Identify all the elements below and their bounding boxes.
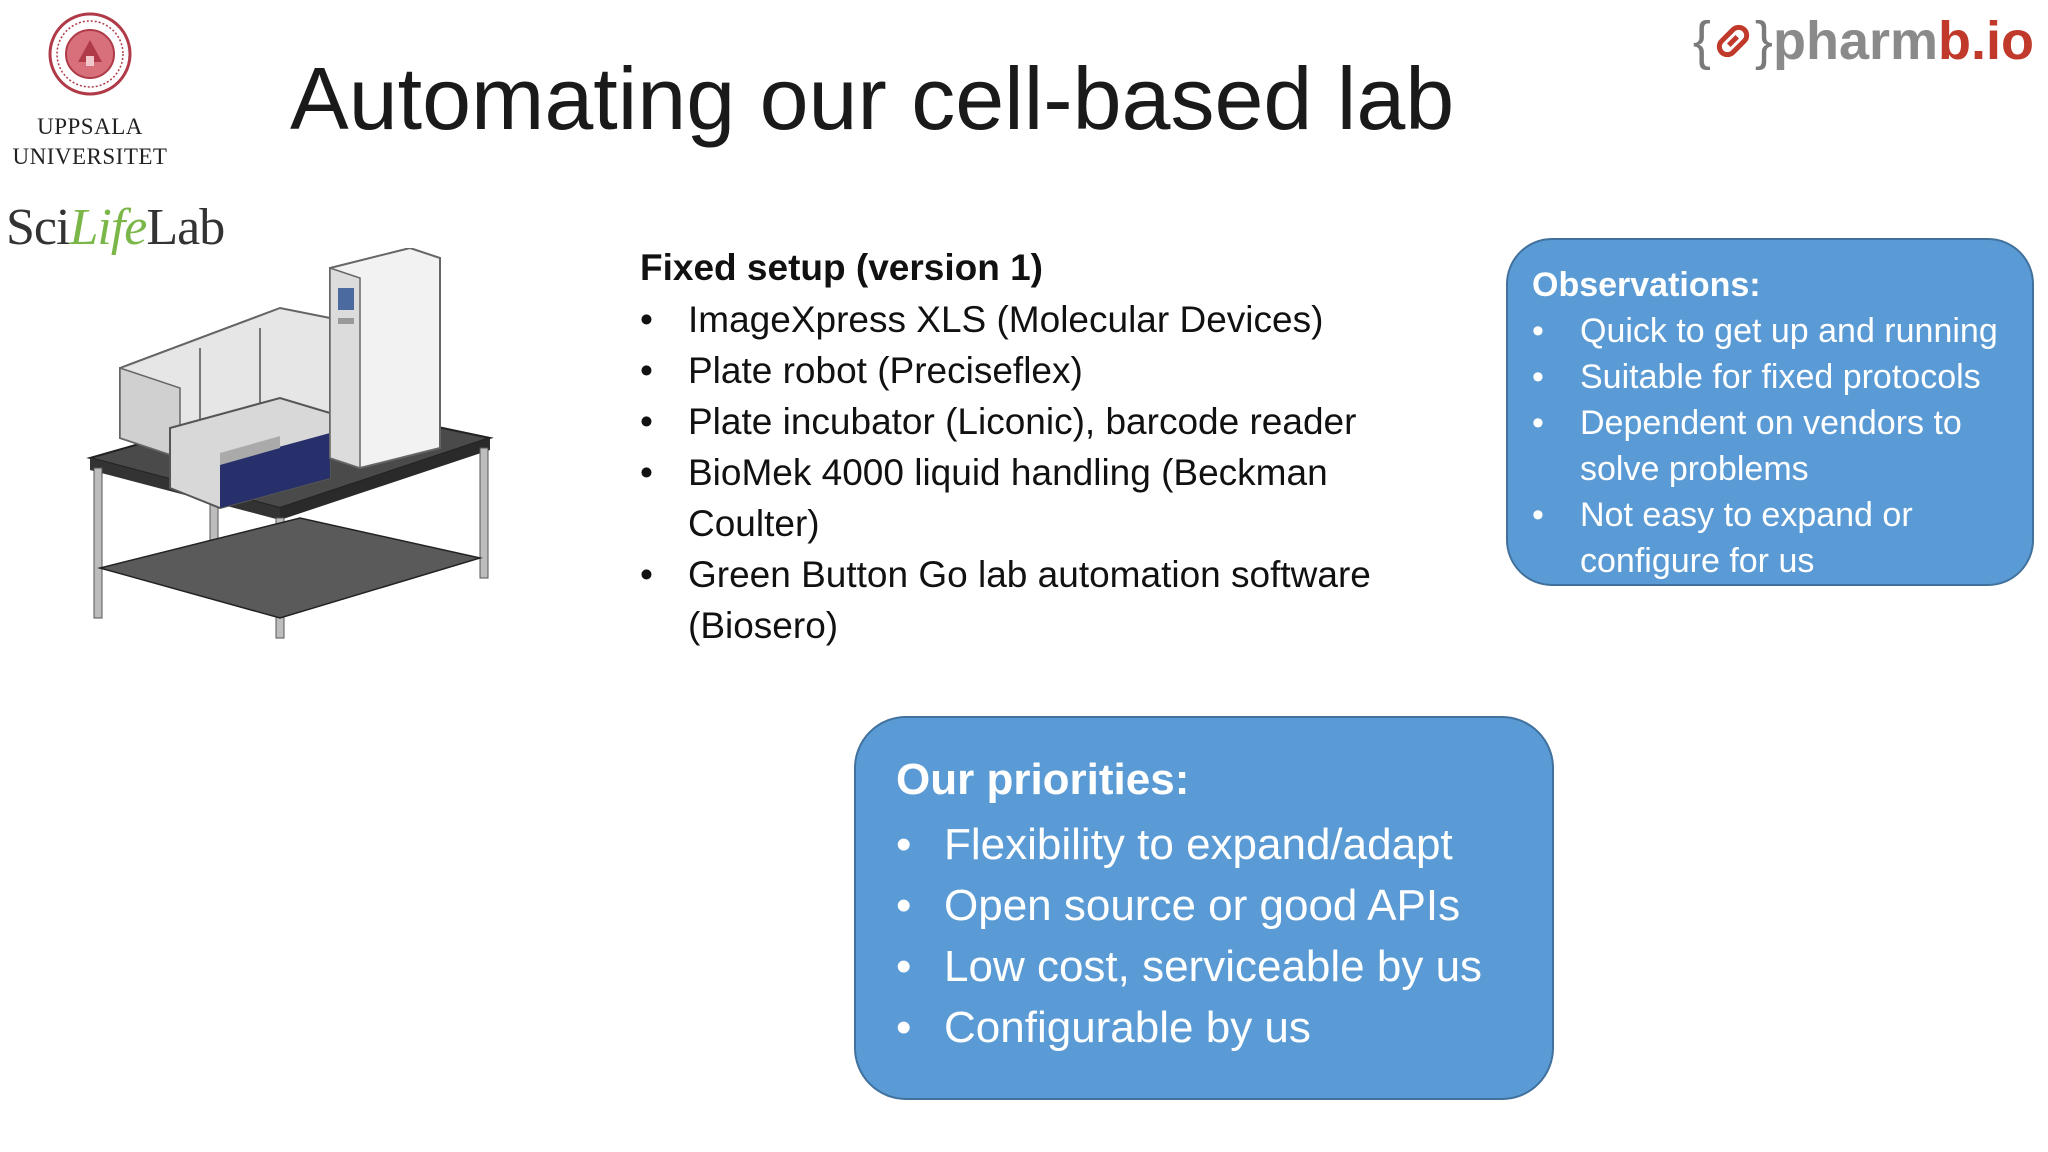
- fixed-setup-section: Fixed setup (version 1) • ImageXpress XLS…: [640, 242, 1460, 651]
- list-item-text: Suitable for fixed protocols: [1580, 358, 1981, 396]
- bullet: •: [1532, 496, 1544, 534]
- bullet: •: [896, 881, 912, 930]
- priorities-heading: Our priorities:: [896, 755, 1190, 804]
- bullet: •: [1532, 358, 1544, 396]
- list-item: • Plate robot (Preciseflex): [640, 345, 1460, 396]
- list-item-text: Flexibility to expand/adapt: [944, 820, 1453, 869]
- bullet: •: [640, 401, 653, 442]
- list-item: • Suitable for fixed protocols: [1532, 354, 2012, 400]
- pharmbio-brace-close: }: [1754, 11, 1773, 71]
- list-item: • Dependent on vendors to solve problems: [1532, 400, 2000, 492]
- list-item: • Low cost, serviceable by us: [896, 936, 1532, 997]
- list-item-text: Dependent on vendors to solve problems: [1580, 404, 1962, 488]
- list-item: • Flexibility to expand/adapt: [896, 814, 1532, 875]
- observations-list: • Quick to get up and running • Suitable f…: [1532, 308, 2012, 584]
- list-item: • Configurable by us: [896, 997, 1532, 1058]
- bullet: •: [640, 299, 653, 340]
- list-item: • ImageXpress XLS (Molecular Devices): [640, 294, 1460, 345]
- bullet: •: [896, 820, 912, 869]
- pharmbio-name-b: b.io: [1938, 11, 2034, 71]
- list-item: • Open source or good APIs: [896, 875, 1532, 936]
- list-item-text: Not easy to expand or configure for us: [1580, 496, 1913, 580]
- bullet: •: [1532, 404, 1544, 442]
- list-item: • BioMek 4000 liquid handling (Beckman Co…: [640, 447, 1408, 549]
- uppsala-seal-icon: [48, 12, 132, 96]
- list-item-text: Plate robot (Preciseflex): [688, 350, 1083, 391]
- uppsala-line-1: UPPSALA: [37, 114, 143, 139]
- scilife-life: Life: [69, 199, 147, 256]
- bullet: •: [896, 942, 912, 991]
- priorities-list: • Flexibility to expand/adapt • Open sourc…: [896, 814, 1532, 1058]
- list-item-text: Green Button Go lab automation software …: [688, 554, 1371, 646]
- list-item: • Plate incubator (Liconic), barcode read…: [640, 396, 1460, 447]
- observations-heading: Observations:: [1532, 266, 1761, 304]
- uppsala-line-2: UNIVERSITET: [12, 144, 168, 169]
- bullet: •: [1532, 312, 1544, 350]
- bullet: •: [640, 554, 653, 595]
- list-item: • Not easy to expand or configure for us: [1532, 492, 1980, 584]
- list-item-text: Plate incubator (Liconic), barcode reade…: [688, 401, 1357, 442]
- list-item: • Green Button Go lab automation software…: [640, 549, 1468, 651]
- observations-box: Observations: • Quick to get up and runni…: [1506, 238, 2034, 586]
- lab-robot-illustration: [86, 248, 494, 639]
- list-item-text: Open source or good APIs: [944, 881, 1461, 930]
- bullet: •: [896, 1003, 912, 1052]
- scilife-lab: Lab: [146, 199, 225, 256]
- uppsala-logo-text: UPPSALA UNIVERSITET: [10, 112, 170, 172]
- pharmbio-logo: {}pharmb.io: [1693, 10, 2034, 72]
- bullet: •: [640, 452, 653, 493]
- slide-title: Automating our cell-based lab: [290, 49, 1455, 148]
- fixed-setup-heading: Fixed setup (version 1): [640, 247, 1043, 288]
- priorities-box: Our priorities: • Flexibility to expand/a…: [854, 716, 1554, 1100]
- pharmbio-link-icon: [1716, 24, 1750, 58]
- bullet: •: [640, 350, 653, 391]
- fixed-setup-list: • ImageXpress XLS (Molecular Devices) • Pl…: [640, 294, 1460, 651]
- list-item-text: Configurable by us: [944, 1003, 1311, 1052]
- list-item-text: ImageXpress XLS (Molecular Devices): [688, 299, 1324, 340]
- pharmbio-brace-open: {: [1692, 11, 1711, 71]
- pharmbio-name-a: pharm: [1772, 11, 1939, 71]
- list-item: • Quick to get up and running: [1532, 308, 2012, 354]
- list-item-text: Low cost, serviceable by us: [944, 942, 1483, 991]
- scilife-sci: Sci: [6, 199, 70, 256]
- list-item-text: Quick to get up and running: [1580, 312, 1998, 350]
- list-item-text: BioMek 4000 liquid handling (Beckman Cou…: [688, 452, 1328, 544]
- scilifelab-logo: SciLifeLab: [6, 198, 225, 257]
